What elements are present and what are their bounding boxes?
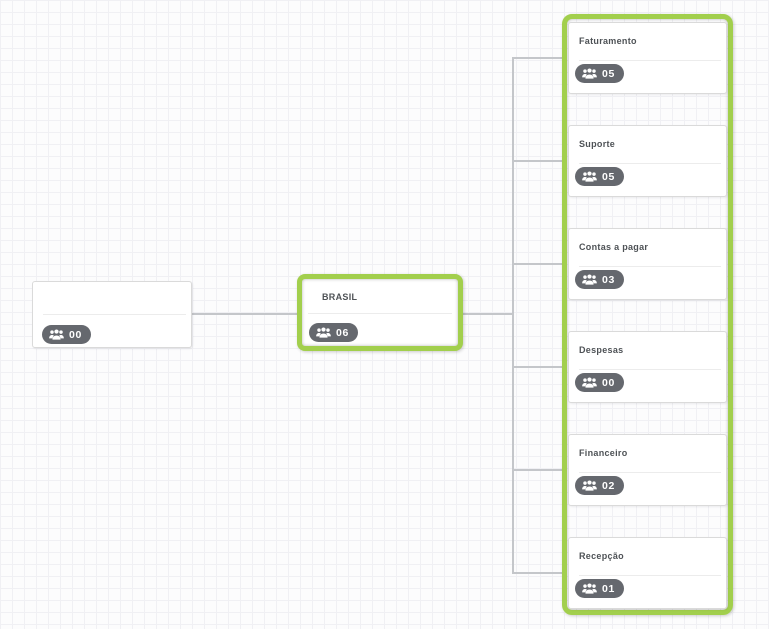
users-group-icon — [582, 583, 597, 594]
connector-branch-recepcao — [512, 572, 563, 574]
member-count: 05 — [602, 170, 615, 183]
org-node-brasil[interactable]: BRASIL 06 — [297, 274, 463, 351]
users-group-icon — [582, 171, 597, 182]
connector-trunk — [512, 57, 514, 574]
org-node-contas-a-pagar[interactable]: Contas a pagar 03 — [568, 228, 727, 300]
org-node-despesas[interactable]: Despesas 00 — [568, 331, 727, 403]
member-count-badge[interactable]: 00 — [575, 373, 624, 392]
member-count: 02 — [602, 479, 615, 492]
member-count: 00 — [69, 328, 82, 341]
users-group-icon — [49, 329, 64, 340]
users-group-icon — [316, 327, 331, 338]
org-node-recepcao[interactable]: Recepção 01 — [568, 537, 727, 609]
node-title: Faturamento — [579, 36, 637, 46]
node-divider — [43, 314, 186, 315]
node-title: Despesas — [579, 345, 624, 355]
node-title: BRASIL — [322, 292, 358, 302]
org-node-financeiro[interactable]: Financeiro 02 — [568, 434, 727, 506]
connector-branch-faturamento — [512, 57, 563, 59]
node-title: Contas a pagar — [579, 242, 649, 252]
member-count-badge[interactable]: 06 — [309, 323, 358, 342]
node-divider — [579, 575, 721, 576]
users-group-icon — [582, 480, 597, 491]
users-group-icon — [582, 68, 597, 79]
member-count: 01 — [602, 582, 615, 595]
children-group-selection-frame — [562, 14, 733, 615]
member-count-badge[interactable]: 05 — [575, 64, 624, 83]
node-title: Recepção — [579, 551, 624, 561]
member-count-badge[interactable]: 00 — [42, 325, 91, 344]
node-divider — [579, 369, 721, 370]
member-count-badge[interactable]: 05 — [575, 167, 624, 186]
node-divider — [579, 266, 721, 267]
member-count-badge[interactable]: 03 — [575, 270, 624, 289]
users-group-icon — [582, 377, 597, 388]
org-node-root[interactable]: 00 — [32, 281, 192, 348]
member-count: 06 — [336, 326, 349, 339]
connector-branch-contas-a-pagar — [512, 263, 563, 265]
users-group-icon — [582, 274, 597, 285]
org-node-suporte[interactable]: Suporte 05 — [568, 125, 727, 197]
node-divider — [579, 163, 721, 164]
connector-branch-suporte — [512, 160, 563, 162]
connector-branch-financeiro — [512, 469, 563, 471]
connector-branch-despesas — [512, 366, 563, 368]
connector-parent-to-trunk — [462, 313, 513, 315]
connector-root-to-parent — [192, 313, 298, 315]
org-node-faturamento[interactable]: Faturamento 05 — [568, 22, 727, 94]
member-count: 00 — [602, 376, 615, 389]
node-divider — [308, 313, 452, 314]
member-count-badge[interactable]: 02 — [575, 476, 624, 495]
member-count: 05 — [602, 67, 615, 80]
member-count: 03 — [602, 273, 615, 286]
node-divider — [579, 472, 721, 473]
node-title: Suporte — [579, 139, 616, 149]
member-count-badge[interactable]: 01 — [575, 579, 624, 598]
node-divider — [579, 60, 721, 61]
node-title: Financeiro — [579, 448, 628, 458]
